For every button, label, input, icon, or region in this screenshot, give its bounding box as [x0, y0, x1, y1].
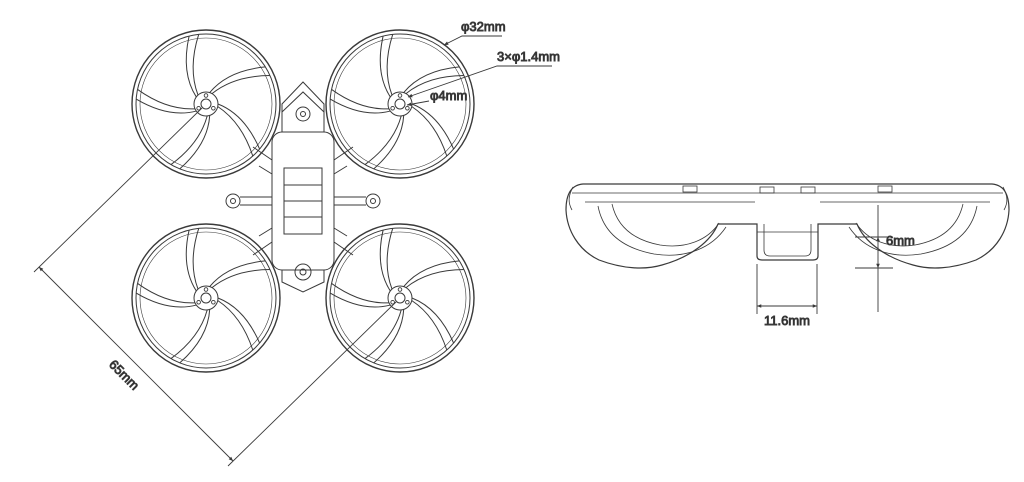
extension-line	[33, 107, 203, 273]
dimension-duct-diameter: φ32mm	[443, 19, 506, 46]
dimension-mount-holes: 3×φ1.4mm	[407, 49, 560, 98]
dimension-shaft-hole: φ4mm	[406, 88, 468, 107]
top-view: φ32mm 3×φ1.4mm φ4mm 65mm	[33, 19, 560, 467]
side-width-label: 11.6mm	[764, 313, 810, 328]
wheelbase-label: 65mm	[106, 357, 142, 393]
dimension-side-height: 6mm	[855, 205, 915, 312]
mount-holes-label: 3×φ1.4mm	[497, 49, 560, 64]
duct-front-right	[326, 30, 474, 178]
duct-rear-left	[132, 224, 280, 372]
side-height-label: 6mm	[886, 233, 915, 248]
duct-diameter-label: φ32mm	[461, 19, 506, 34]
side-outline	[565, 183, 1010, 269]
dimension-wheelbase: 65mm	[33, 107, 397, 467]
shaft-hole-label: φ4mm	[430, 88, 467, 103]
leader-line	[406, 100, 430, 107]
leader-line	[443, 35, 502, 46]
extension-line	[227, 301, 397, 467]
duct-rear-right	[326, 224, 474, 372]
side-details	[568, 185, 1008, 257]
side-view: 6mm 11.6mm	[565, 183, 1010, 328]
leader-line	[407, 65, 552, 98]
dimension-line	[38, 266, 234, 462]
dimension-side-width: 11.6mm	[756, 264, 818, 328]
frame-body	[225, 81, 381, 293]
duct-front-left	[132, 30, 280, 178]
